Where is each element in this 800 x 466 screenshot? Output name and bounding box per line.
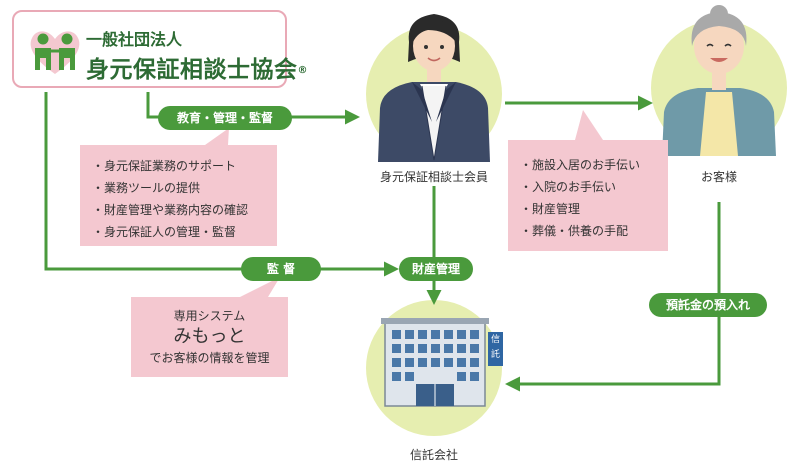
member-services-note: ・施設入居のお手伝い・入院のお手伝い・財産管理・葬儀・供養の手配 [508,140,668,251]
member-label: 身元保証相談士会員 [379,170,488,184]
deposit-pill: 預託金の預入れ [649,293,767,317]
member-illustration [378,14,490,162]
association-support-item: ・業務ツールの提供 [92,181,201,195]
building-window [392,330,401,339]
member-services-item: ・財産管理 [520,202,581,216]
note1-tail [205,128,229,145]
trust-company-label: 信託会社 [409,448,458,462]
building-window [457,372,466,381]
building-window [392,372,401,381]
member-services-item: ・入院のお手伝い [520,180,617,194]
building-illustration [381,318,503,407]
note2-tail [575,110,603,140]
people-heart-icon [30,31,80,74]
building-sign: 信託 [490,335,500,360]
asset-management-pill: 財産管理 [399,257,473,281]
association-support-item: ・身元保証業務のサポート [92,159,237,173]
building-window [431,330,440,339]
building-window [405,358,414,367]
building-window [470,358,479,367]
system-name: みもっと [173,326,246,347]
association-logo: 一般社団法人 身元保証相談士協会® [12,10,308,88]
association-support-item: ・身元保証人の管理・監督 [92,225,237,239]
association-support-item: ・財産管理や業務内容の確認 [92,203,249,217]
member-services-item: ・施設入居のお手伝い [520,158,641,172]
building-window [470,330,479,339]
building-window [418,358,427,367]
building-window [457,330,466,339]
building-window [418,344,427,353]
system-note: 専用システム みもっと でお客様の情報を管理 [131,297,288,377]
note3-tail [240,277,280,297]
supervision-pill: 監 督 [241,257,321,281]
association-support-note: ・身元保証業務のサポート・業務ツールの提供・財産管理や業務内容の確認・身元保証人… [80,145,277,246]
customer-label: お客様 [700,170,737,184]
building-window [405,330,414,339]
building-window [392,358,401,367]
building-window [457,358,466,367]
building-window [444,330,453,339]
logo-title: 身元保証相談士協会® [86,50,308,84]
building-window [392,344,401,353]
building-window [470,372,479,381]
building-window [470,344,479,353]
building-window [457,344,466,353]
building-window [431,358,440,367]
logo-title-text: 身元保証相談士協会 [86,57,298,83]
association-support-list: ・身元保証業務のサポート・業務ツールの提供・財産管理や業務内容の確認・身元保証人… [92,155,277,243]
building-window [405,372,414,381]
logo-subtitle: 一般社団法人 [86,30,183,49]
registered-mark: ® [297,65,308,76]
customer-illustration [662,5,776,156]
building-window [418,330,427,339]
member-services-item: ・葬儀・供養の手配 [520,224,629,238]
building-window [431,344,440,353]
building-window [444,358,453,367]
member-services-list: ・施設入居のお手伝い・入院のお手伝い・財産管理・葬儀・供養の手配 [520,154,668,242]
system-line1: 専用システム [173,309,246,323]
building-window [444,344,453,353]
deposit-connector [505,202,721,392]
building-window [405,344,414,353]
education-pill: 教育・管理・監督 [158,106,292,130]
system-line2: でお客様の情報を管理 [149,351,270,365]
